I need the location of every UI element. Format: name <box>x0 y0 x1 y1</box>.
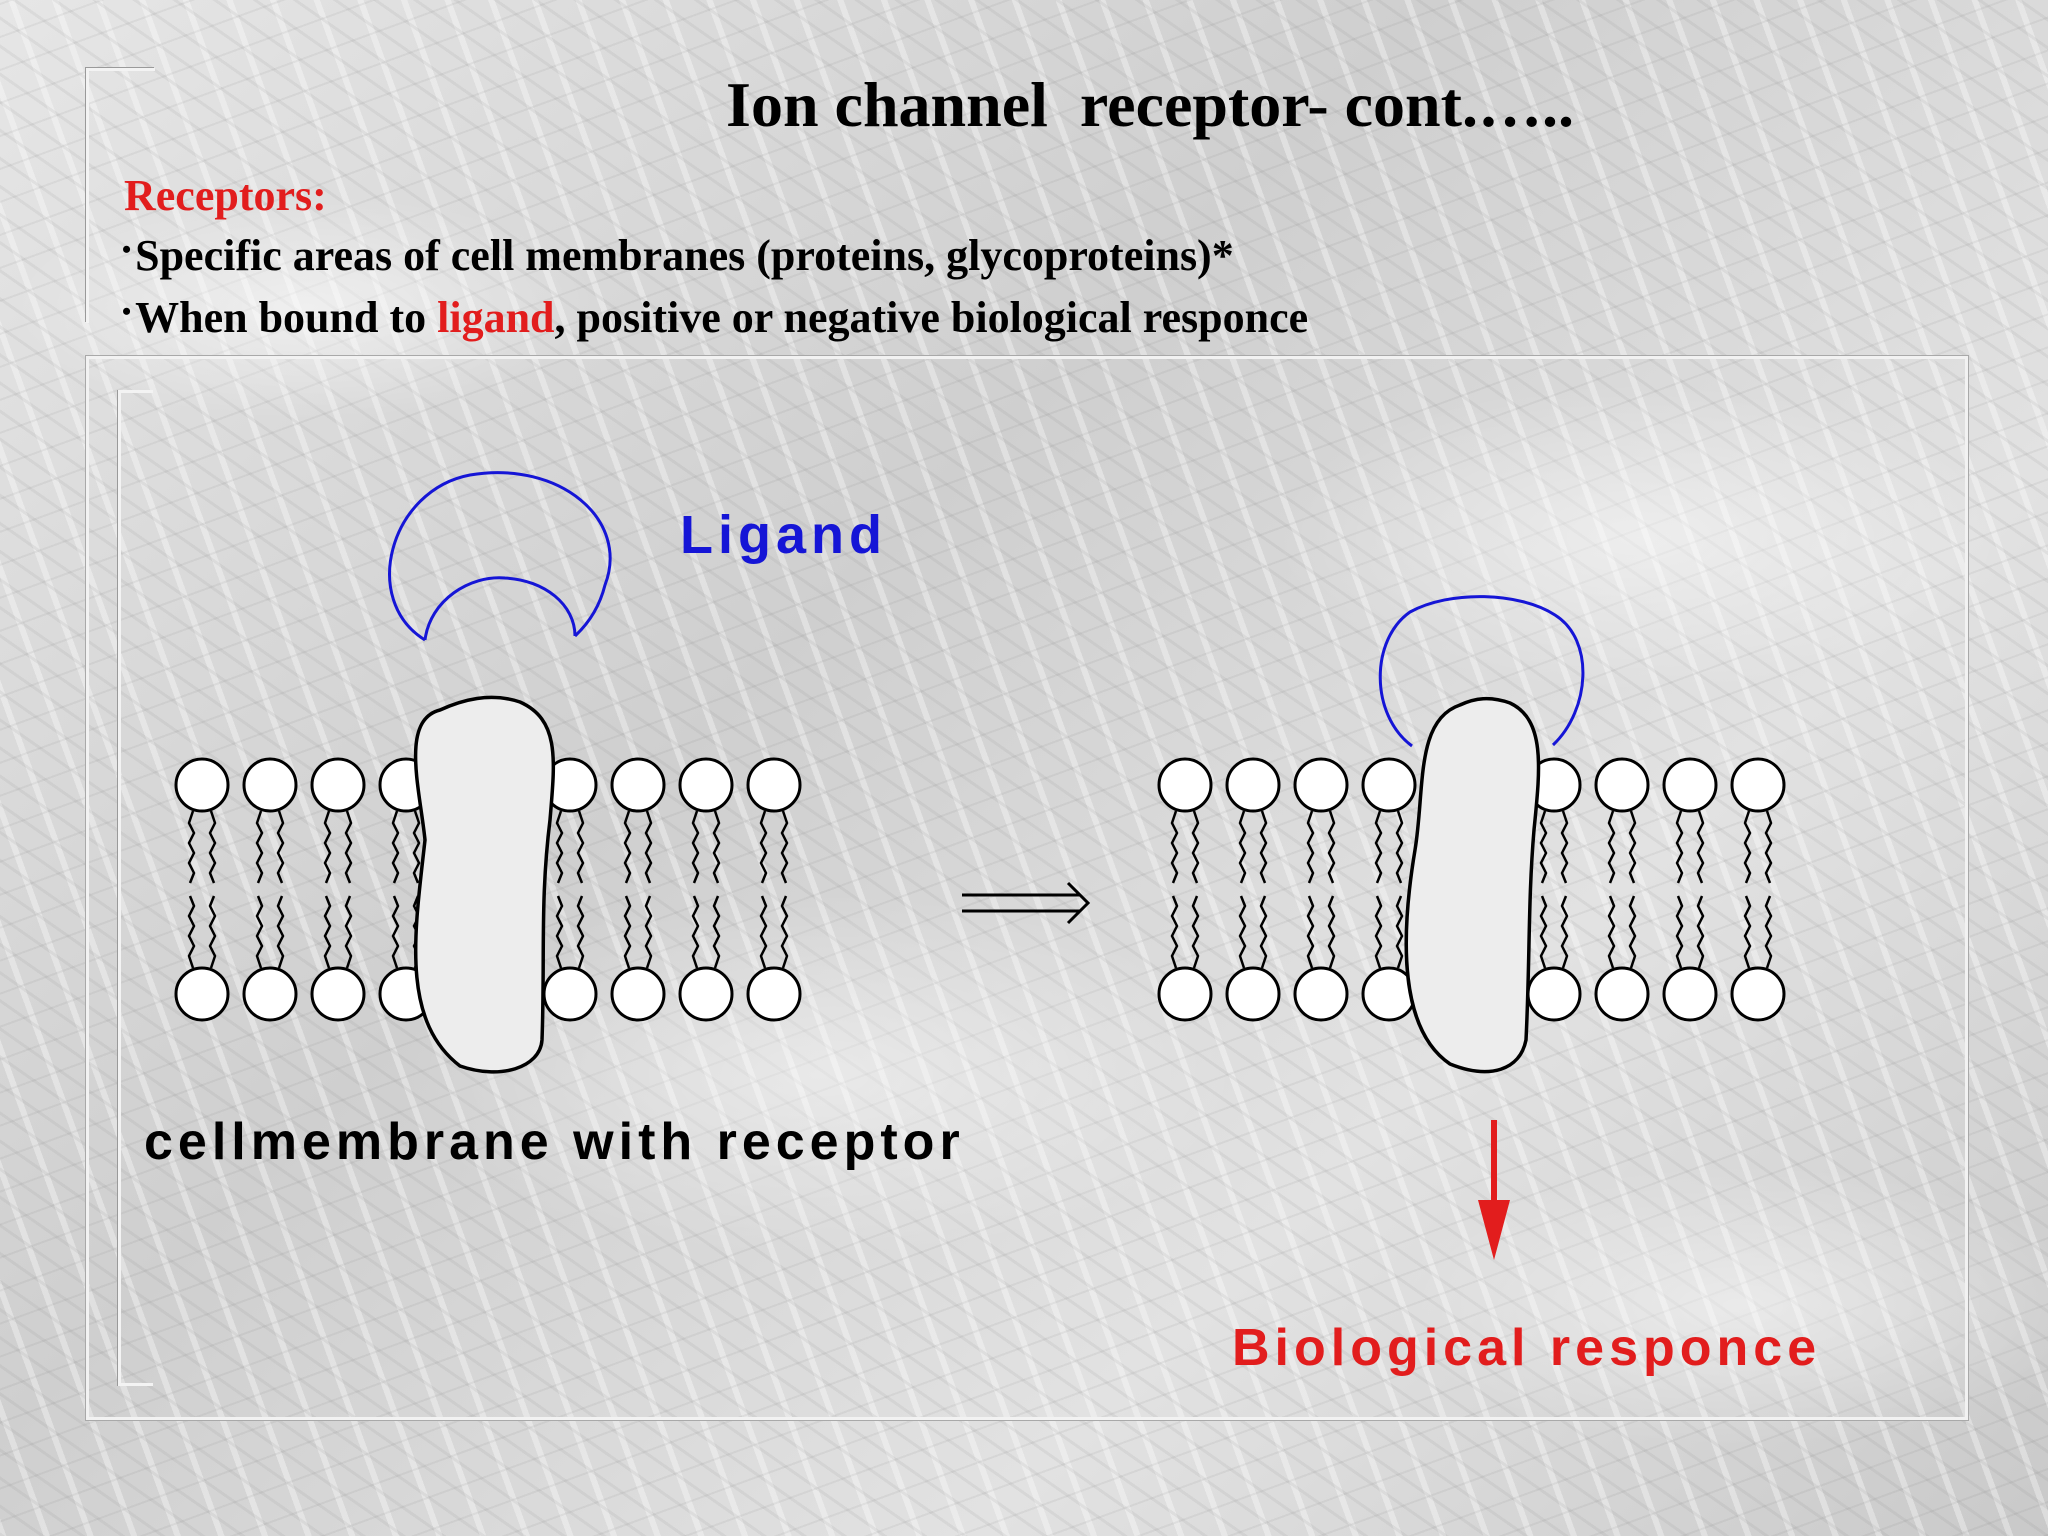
bullet-dot: • <box>122 235 132 264</box>
ligand-shape-unbound <box>388 471 612 642</box>
bullet-dot: • <box>122 297 132 326</box>
receptors-heading: Receptors: <box>124 171 327 220</box>
response-arrow <box>1478 1120 1510 1260</box>
bullet-specific-areas: •Specific areas of cell membranes (prote… <box>122 230 1234 281</box>
receptor-protein-left <box>413 695 556 1074</box>
content-frame <box>86 356 1968 1420</box>
ligand-label: Ligand <box>680 505 887 565</box>
transition-arrow <box>962 881 1091 925</box>
decorative-bracket-inner <box>118 390 153 1386</box>
ligand-shape-bound <box>1378 595 1585 748</box>
bullet-ligand-bound: •When bound to ligand, positive or negat… <box>122 292 1308 343</box>
slide-title: Ion channel receptor- cont.….. <box>726 69 1574 140</box>
bullet-text-ligand: ligand <box>437 293 555 342</box>
response-label: Biological responce <box>1232 1319 1822 1377</box>
decorative-bracket-top <box>86 68 155 323</box>
bullet-text: Specific areas of cell membranes (protei… <box>135 231 1234 280</box>
bullet-text-after: , positive or negative biological respon… <box>554 293 1309 342</box>
receptor-protein-right <box>1404 696 1541 1074</box>
membrane-label: cellmembrane with receptor <box>144 1113 965 1171</box>
bullet-text-before: When bound to <box>135 293 438 342</box>
